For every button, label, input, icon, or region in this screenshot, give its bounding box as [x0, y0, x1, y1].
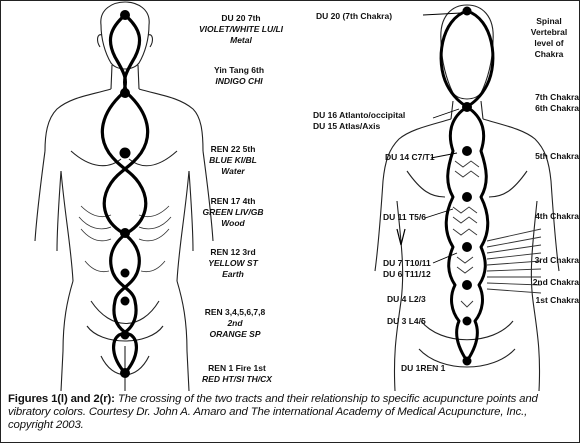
left-label-ren1-line1: REN 1 Fire 1st: [208, 363, 266, 373]
left-label-ren22-line3: Water: [221, 166, 245, 176]
chakra-label-3rd: 3rd Chakra: [535, 255, 579, 265]
left-label-ren22-line1: REN 22 5th: [211, 144, 256, 154]
left-label-yintang-line2: INDIGO CHI: [215, 76, 263, 86]
left-label-du20-line1: DU 20 7th: [221, 13, 260, 23]
right-label-du1: DU 1REN 1: [401, 363, 446, 373]
chakra-label-1st: 1st Chakra: [536, 295, 579, 305]
left-label-ren17-line3: Wood: [221, 218, 245, 228]
left-label-ren1-line2: RED HT/SI TH/CX: [202, 374, 273, 384]
right-label-du15: DU 15 Atlas/Axis: [313, 121, 381, 131]
spinal-header: Spinal Vertebral level of Chakra: [531, 16, 567, 59]
chakra-label-7th: 7th Chakra: [535, 92, 579, 102]
right-label-du14: DU 14 C7/T1: [385, 152, 435, 162]
left-label-ren17-line2: GREEN LIV/GB: [203, 207, 264, 217]
left-label-ren12-line3: Earth: [222, 269, 244, 279]
left-label-ren22-line2: BLUE KI/BL: [209, 155, 257, 165]
right-label-du6: DU 6 T11/12: [383, 269, 431, 279]
left-label-yintang: Yin Tang 6th INDIGO CHI: [214, 65, 264, 86]
left-point-labels: DU 20 7th VIOLET/WHITE LU/LI Metal Yin T…: [199, 13, 284, 384]
back-nodes: [462, 7, 472, 366]
chakra-label-5th: 5th Chakra: [535, 151, 579, 161]
front-ribs: [79, 206, 171, 272]
left-label-du20-line2: VIOLET/WHITE LU/LI: [199, 24, 284, 34]
chakra-labels: 7th Chakra 6th Chakra 5th Chakra 4th Cha…: [533, 92, 579, 305]
right-label-du11: DU 11 T5/6: [383, 212, 426, 222]
left-label-ren3-line3: ORANGE SP: [209, 329, 260, 339]
left-label-ren12: REN 12 3rd YELLOW ST Earth: [208, 247, 258, 279]
left-label-ren17-line1: REN 17 4th: [211, 196, 256, 206]
right-label-du16: DU 16 Atlanto/occipital: [313, 110, 405, 120]
figure-caption: Figures 1(l) and 2(r): The crossing of t…: [8, 393, 574, 432]
chakra-label-4th: 4th Chakra: [535, 211, 579, 221]
left-label-ren3: REN 3,4,5,6,7,8 2nd ORANGE SP: [205, 307, 266, 339]
left-label-ren12-line1: REN 12 3rd: [210, 247, 255, 257]
spinal-header-line4: Chakra: [535, 49, 564, 59]
right-label-du7: DU 7 T10/11: [383, 258, 431, 268]
left-label-du20: DU 20 7th VIOLET/WHITE LU/LI Metal: [199, 13, 284, 45]
left-label-ren22: REN 22 5th BLUE KI/BL Water: [209, 144, 257, 176]
left-label-ren3-line2: 2nd: [226, 318, 243, 328]
left-label-ren12-line2: YELLOW ST: [208, 258, 258, 268]
left-label-yintang-line1: Yin Tang 6th: [214, 65, 264, 75]
caption-title: Figures 1(l) and 2(r):: [8, 393, 115, 405]
right-label-du4: DU 4 L2/3: [387, 294, 426, 304]
right-label-du3: DU 3 L4/5: [387, 316, 426, 326]
spinal-header-line2: Vertebral: [531, 27, 567, 37]
spinal-header-line3: level of: [534, 38, 563, 48]
left-label-du20-line3: Metal: [230, 35, 252, 45]
left-label-ren1: REN 1 Fire 1st RED HT/SI TH/CX: [202, 363, 273, 384]
left-label-ren3-line1: REN 3,4,5,6,7,8: [205, 307, 266, 317]
chakra-label-6th: 6th Chakra: [535, 103, 579, 113]
spinal-header-line1: Spinal: [536, 16, 562, 26]
right-label-du20: DU 20 (7th Chakra): [316, 11, 392, 21]
chakra-label-2nd: 2nd Chakra: [533, 277, 579, 287]
back-spine-column: [441, 11, 493, 107]
chakra-figure: DU 20 7th VIOLET/WHITE LU/LI Metal Yin T…: [1, 1, 579, 391]
